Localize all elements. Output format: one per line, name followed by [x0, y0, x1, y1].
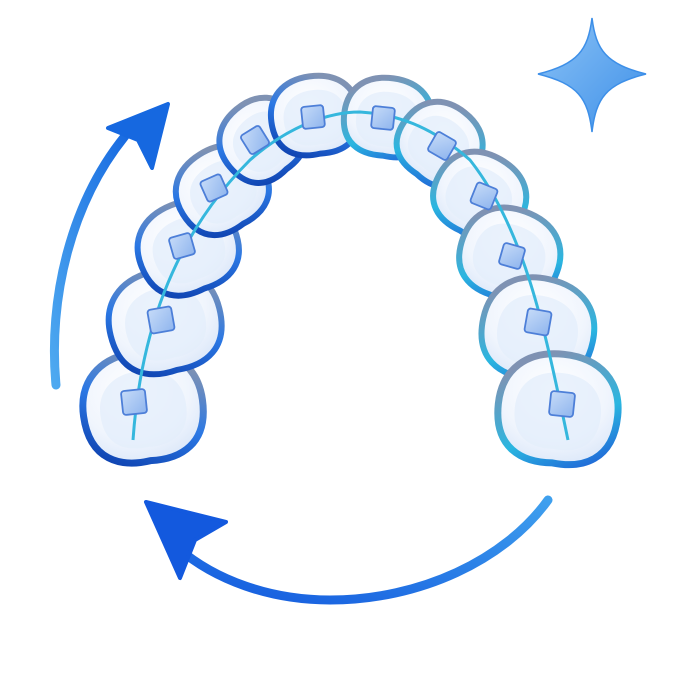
bracket: [469, 181, 499, 211]
bracket: [523, 307, 553, 337]
bracket: [498, 242, 526, 270]
cycle-arrow-icon: [49, 102, 170, 390]
bracket: [199, 173, 229, 203]
bracket: [548, 390, 576, 418]
bracket: [120, 388, 148, 416]
sparkle-icon: [537, 17, 647, 133]
bracket: [240, 125, 270, 155]
bracket: [168, 232, 196, 260]
bracket: [370, 105, 396, 131]
bracket: [146, 305, 176, 335]
cycle-arrow-icon: [144, 495, 553, 605]
bracket: [427, 131, 457, 161]
bracket: [300, 104, 326, 130]
arch-wire: [131, 110, 570, 441]
brackets: [120, 104, 576, 418]
